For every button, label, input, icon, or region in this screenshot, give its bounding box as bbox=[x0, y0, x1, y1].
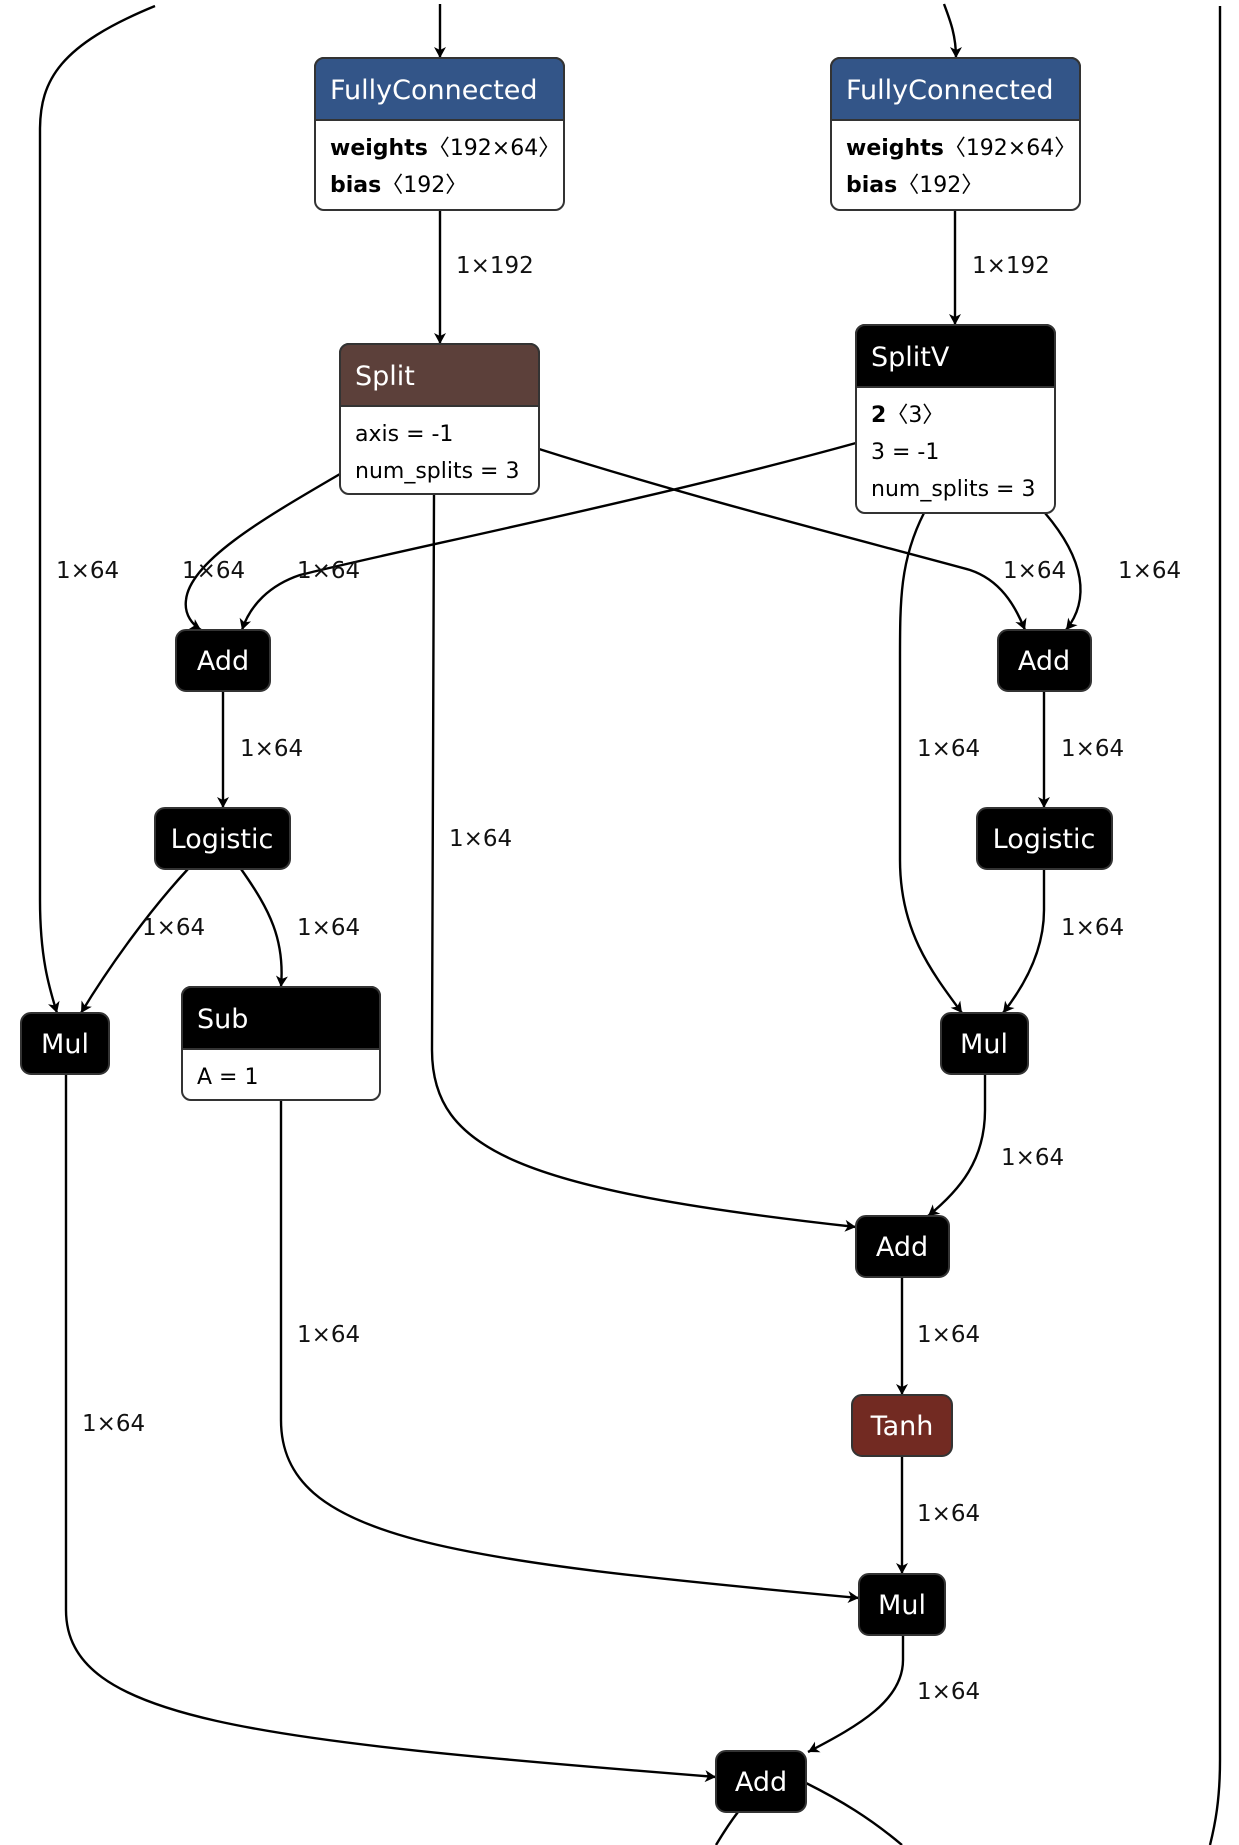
edge-label: 1×64 bbox=[917, 1679, 980, 1705]
node-fully-connected-right[interactable]: FullyConnected weights〈192×64〉 bias〈192〉 bbox=[830, 57, 1081, 211]
edge-add-bottom-out-left[interactable] bbox=[714, 1811, 739, 1845]
edge-label: 1×64 bbox=[1061, 915, 1124, 941]
edge-split-to-add-right[interactable] bbox=[538, 447, 1027, 631]
edge-label: 1×64 bbox=[82, 1411, 145, 1437]
edge-label: 1×64 bbox=[297, 915, 360, 941]
node-attribute: bias〈192〉 bbox=[330, 173, 467, 198]
edge-label: 1×64 bbox=[240, 736, 303, 762]
node-mul-right[interactable]: Mul bbox=[940, 1012, 1029, 1075]
node-add-center[interactable]: Add bbox=[855, 1215, 950, 1278]
node-logistic-left[interactable]: Logistic bbox=[154, 807, 291, 870]
node-mul-left[interactable]: Mul bbox=[20, 1012, 110, 1075]
node-attribute: bias〈192〉 bbox=[846, 173, 983, 198]
node-add-bottom[interactable]: Add bbox=[715, 1750, 807, 1813]
node-attribute: weights〈192×64〉 bbox=[846, 136, 1076, 161]
edge-logistic-left-to-mul-left[interactable] bbox=[79, 868, 189, 1014]
node-title: Mul bbox=[960, 1029, 1008, 1060]
node-add-left[interactable]: Add bbox=[175, 629, 271, 692]
edge-splitv-to-add-left[interactable] bbox=[239, 441, 857, 631]
node-sub[interactable]: Sub A = 1 bbox=[181, 986, 381, 1101]
edge-label: 1×64 bbox=[917, 736, 980, 762]
edge-state-to-mul-left[interactable] bbox=[38, 4, 156, 1014]
edge-logistic-left-to-sub[interactable] bbox=[240, 868, 288, 988]
edge-label: 1×64 bbox=[1003, 558, 1066, 584]
node-attribute: axis = -1 bbox=[355, 422, 453, 447]
edge-label: 1×64 bbox=[182, 558, 245, 584]
edge-label: 1×64 bbox=[142, 915, 205, 941]
node-split[interactable]: Split axis = -1 num_splits = 3 bbox=[339, 343, 540, 495]
edge-label: 1×64 bbox=[1001, 1145, 1064, 1171]
edge-label: 1×64 bbox=[1118, 558, 1181, 584]
node-fully-connected-left[interactable]: FullyConnected weights〈192×64〉 bias〈192〉 bbox=[314, 57, 565, 211]
node-header bbox=[314, 57, 565, 121]
node-title: SplitV bbox=[871, 342, 950, 373]
edge-split-to-add-center[interactable] bbox=[430, 493, 857, 1232]
node-title: Split bbox=[355, 361, 415, 392]
edge-add-bottom-out-right[interactable] bbox=[805, 1781, 903, 1845]
edge-splitv-to-add-right[interactable] bbox=[1044, 512, 1082, 631]
node-attribute: A = 1 bbox=[197, 1065, 258, 1090]
node-title: Add bbox=[876, 1232, 928, 1263]
node-title: Logistic bbox=[171, 824, 274, 855]
edge-label: 1×64 bbox=[1061, 736, 1124, 762]
node-title: FullyConnected bbox=[330, 75, 538, 106]
node-title: Sub bbox=[197, 1004, 248, 1035]
edge-mul-right-to-add-center[interactable] bbox=[927, 1074, 987, 1217]
node-attribute: num_splits = 3 bbox=[355, 459, 519, 484]
edge-split-to-add-left[interactable] bbox=[184, 472, 341, 632]
node-header bbox=[181, 986, 381, 1050]
edge-label: 1×192 bbox=[456, 253, 534, 279]
node-title: Add bbox=[1018, 646, 1070, 677]
node-title: Mul bbox=[878, 1590, 926, 1621]
edge-label: 1×64 bbox=[917, 1501, 980, 1527]
edge-label: 1×64 bbox=[297, 558, 360, 584]
node-attribute: 3 = -1 bbox=[871, 440, 939, 465]
node-header bbox=[855, 324, 1056, 388]
edge-label: 1×64 bbox=[297, 1322, 360, 1348]
edges bbox=[38, 3, 1222, 1845]
edge-logistic-right-to-mul-right[interactable] bbox=[1002, 869, 1046, 1014]
edge-input-to-fc-right[interactable] bbox=[942, 3, 962, 59]
edge-right-boundary[interactable] bbox=[1208, 6, 1222, 1845]
node-attribute: num_splits = 3 bbox=[871, 477, 1035, 502]
edge-sub-to-mul-bottom[interactable] bbox=[279, 1100, 860, 1603]
node-title: Add bbox=[197, 646, 249, 677]
node-mul-bottom[interactable]: Mul bbox=[858, 1573, 946, 1636]
node-attribute: weights〈192×64〉 bbox=[330, 136, 560, 161]
edge-mul-bottom-to-add-bottom[interactable] bbox=[807, 1635, 905, 1754]
node-splitv[interactable]: SplitV 2〈3〉 3 = -1 num_splits = 3 bbox=[855, 324, 1056, 514]
node-attribute: 2〈3〉 bbox=[871, 403, 944, 428]
node-title: FullyConnected bbox=[846, 75, 1054, 106]
node-title: Logistic bbox=[993, 824, 1096, 855]
node-header bbox=[830, 57, 1081, 121]
edge-label: 1×64 bbox=[917, 1322, 980, 1348]
node-title: Tanh bbox=[870, 1411, 934, 1442]
node-add-right[interactable]: Add bbox=[997, 629, 1092, 692]
edge-splitv-to-mul-right[interactable] bbox=[898, 512, 963, 1014]
edge-mul-left-to-add-bottom[interactable] bbox=[64, 1074, 717, 1783]
edge-label: 1×64 bbox=[56, 558, 119, 584]
edge-label: 1×192 bbox=[972, 253, 1050, 279]
node-tanh[interactable]: Tanh bbox=[851, 1394, 953, 1457]
node-title: Add bbox=[735, 1767, 787, 1798]
edge-labels: 1×192 1×192 1×64 1×64 1×64 1×64 1×64 1×6… bbox=[56, 253, 1181, 1705]
node-title: Mul bbox=[41, 1029, 89, 1060]
edge-label: 1×64 bbox=[449, 826, 512, 852]
node-header bbox=[339, 343, 540, 407]
node-logistic-right[interactable]: Logistic bbox=[976, 807, 1113, 870]
